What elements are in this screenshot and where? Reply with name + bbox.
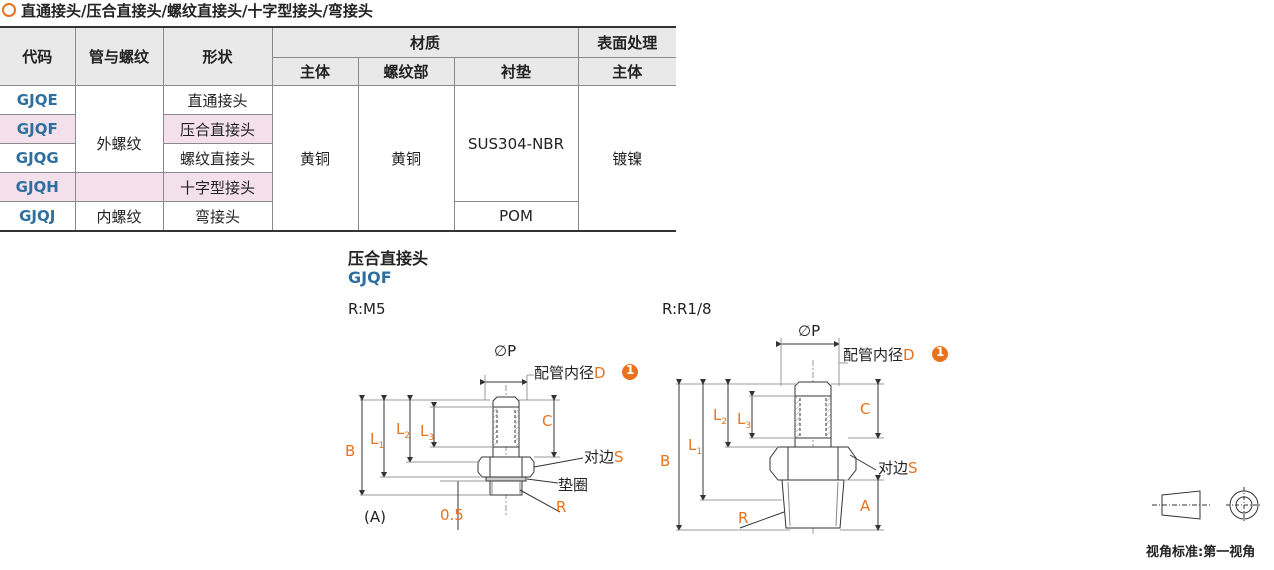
row-code: GJQF <box>0 114 76 144</box>
fitting-m5-drawing <box>359 374 584 530</box>
note-1-badge-right <box>932 346 948 362</box>
row-code: GJQH <box>0 172 76 202</box>
dim-l3-right: L3 <box>737 410 752 431</box>
dim-c-left: C <box>542 412 553 430</box>
thread-material-cell: 黄铜 <box>357 85 455 232</box>
gasket-label: 垫圈 <box>558 476 589 494</box>
fitting-r18-drawing <box>676 338 884 535</box>
spec-table: 代码 管与螺纹 形状 材质 表面处理 主体 螺纹部 衬垫 主体 GJQE 直通接… <box>0 26 676 232</box>
r-label-left: R <box>556 498 567 516</box>
view-standard-label: 视角标准:第一视角 <box>1146 545 1256 560</box>
phi-p-label-left: ∅P <box>494 342 517 360</box>
header-code: 代码 <box>0 26 76 86</box>
dim-half: 0.5 <box>440 506 464 524</box>
dim-l2-right: L2 <box>713 406 728 427</box>
left-thread-label: R:M5 <box>348 300 386 318</box>
across-flats-label-left: 对边S <box>584 448 624 466</box>
section-title: 直通接头/压合直接头/螺纹直接头/十字型接头/弯接头 <box>2 0 373 20</box>
section-title-text: 直通接头/压合直接头/螺纹直接头/十字型接头/弯接头 <box>21 1 373 20</box>
dim-c-right: C <box>860 400 871 418</box>
drawing-code: GJQF <box>348 268 392 287</box>
gasket-pom-cell: POM <box>453 201 578 232</box>
pipe-id-label-left: 配管内径D <box>534 364 606 382</box>
header-pipe-thread: 管与螺纹 <box>74 26 164 86</box>
row-shape: 直通接头 <box>162 85 273 115</box>
header-gasket: 衬垫 <box>453 57 579 86</box>
row-code: GJQG <box>0 143 76 173</box>
pipe-cell-blank <box>74 85 164 115</box>
row-shape: 十字型接头 <box>162 172 272 202</box>
note-1-badge-left <box>622 364 638 380</box>
dim-l1-right: L1 <box>688 436 703 457</box>
dim-a-paren: (A) <box>364 508 386 526</box>
note-number: 1 <box>626 363 635 377</box>
body-material-cell: 黄铜 <box>271 85 359 232</box>
surface-cell: 镀镍 <box>577 85 676 232</box>
dim-a-right: A <box>860 497 871 515</box>
gasket-main-cell: SUS304-NBR <box>453 85 579 202</box>
first-angle-projection-icon <box>1152 487 1262 523</box>
header-surface-body: 主体 <box>577 57 676 86</box>
row-shape: 弯接头 <box>162 201 273 232</box>
ring-bullet-icon <box>2 3 16 17</box>
row-shape: 螺纹直接头 <box>162 143 272 173</box>
across-flats-label-right: 对边S <box>878 459 918 477</box>
header-material: 材质 <box>271 26 579 58</box>
header-body: 主体 <box>272 57 359 86</box>
pipe-inner-cell: 内螺纹 <box>74 201 164 232</box>
pipe-id-label-right: 配管内径D <box>843 346 915 364</box>
header-shape: 形状 <box>162 26 273 86</box>
r-label-right: R <box>738 509 749 527</box>
dim-l1-left: L1 <box>370 430 385 451</box>
row-shape: 压合直接头 <box>162 114 272 144</box>
phi-p-label-right: ∅P <box>798 322 821 340</box>
row-code: GJQJ <box>0 201 76 232</box>
right-thread-label: R:R1/8 <box>662 300 712 318</box>
dim-l2-left: L2 <box>396 420 411 441</box>
note-number-right: 1 <box>936 345 945 359</box>
dim-l3-left: L3 <box>420 422 435 443</box>
pipe-cell-pink <box>74 172 164 202</box>
drawing-title: 压合直接头 <box>348 249 429 268</box>
dim-b-right: B <box>660 452 671 470</box>
header-surface: 表面处理 <box>577 26 676 58</box>
dim-b-left: B <box>345 442 356 460</box>
